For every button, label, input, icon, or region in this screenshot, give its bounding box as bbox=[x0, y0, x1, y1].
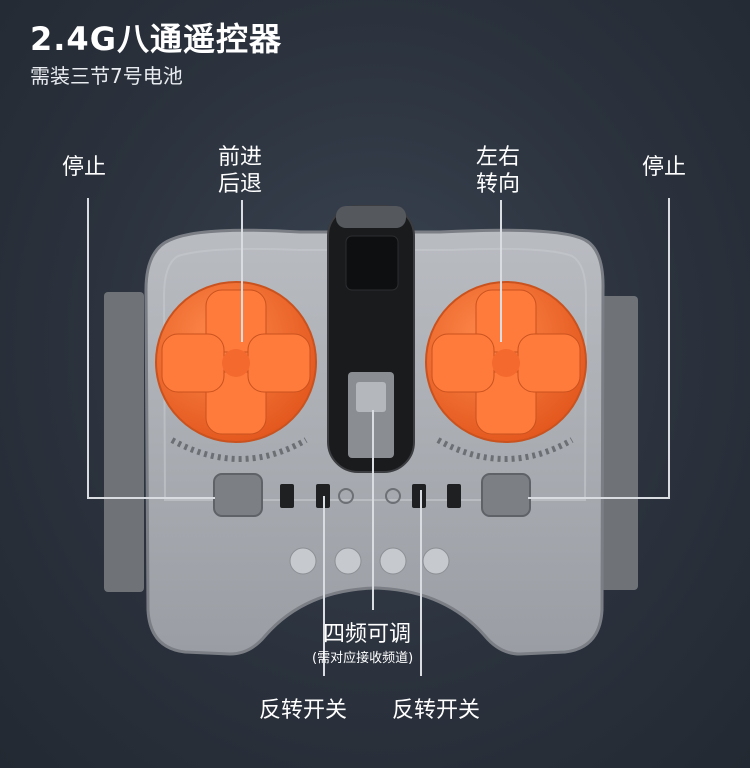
callout-line-steering bbox=[500, 200, 502, 342]
callout-line-stop-left-horizontal bbox=[87, 497, 215, 499]
callout-line-reverse-right bbox=[420, 490, 422, 676]
dpad-left-forward-back bbox=[155, 281, 317, 443]
bottom-button-1 bbox=[289, 547, 317, 575]
label-frequency-note: (需对应接收频道) bbox=[312, 651, 414, 666]
label-reverse-switch-right: 反转开关 bbox=[392, 698, 481, 723]
center-display bbox=[345, 235, 399, 291]
led-left bbox=[338, 488, 354, 504]
label-forward: 前进 bbox=[218, 145, 263, 170]
callout-line-forward-back bbox=[241, 200, 243, 342]
label-forward-back: 前进 后退 bbox=[218, 144, 262, 198]
callout-line-reverse-left bbox=[323, 496, 325, 676]
callout-line-frequency bbox=[372, 410, 374, 610]
page-subtitle: 需装三节7号电池 bbox=[30, 64, 183, 88]
label-frequency: 四频可调 bbox=[323, 622, 412, 647]
reverse-switch-left-1 bbox=[280, 484, 294, 508]
label-stop-left: 停止 bbox=[62, 155, 107, 180]
callout-line-stop-right-horizontal bbox=[528, 497, 670, 499]
label-turn: 转向 bbox=[476, 172, 521, 197]
label-left-right: 左右 bbox=[476, 145, 521, 170]
right-tick-arc bbox=[436, 437, 574, 462]
dpad-right-steering bbox=[425, 281, 587, 443]
stop-button-left bbox=[213, 473, 263, 517]
label-steering: 左右 转向 bbox=[476, 144, 520, 198]
callout-line-stop-left-vertical bbox=[87, 198, 89, 498]
left-tick-arc bbox=[170, 437, 308, 462]
reverse-switch-right-2 bbox=[447, 484, 461, 508]
bottom-button-3 bbox=[379, 547, 407, 575]
side-stud-left bbox=[104, 292, 144, 592]
bottom-button-2 bbox=[334, 547, 362, 575]
page-title: 2.4G八通遥控器 bbox=[30, 20, 282, 58]
bottom-button-4 bbox=[422, 547, 450, 575]
led-right bbox=[385, 488, 401, 504]
frequency-slider-knob bbox=[356, 382, 386, 412]
label-stop-right: 停止 bbox=[642, 155, 687, 180]
center-panel-top bbox=[336, 206, 406, 228]
side-stud-right bbox=[600, 296, 638, 590]
label-reverse-switch-left: 反转开关 bbox=[259, 698, 348, 723]
callout-line-stop-right-vertical bbox=[668, 198, 670, 498]
stop-button-right bbox=[481, 473, 531, 517]
reverse-switch-right-1 bbox=[412, 484, 426, 508]
label-back: 后退 bbox=[218, 172, 263, 197]
